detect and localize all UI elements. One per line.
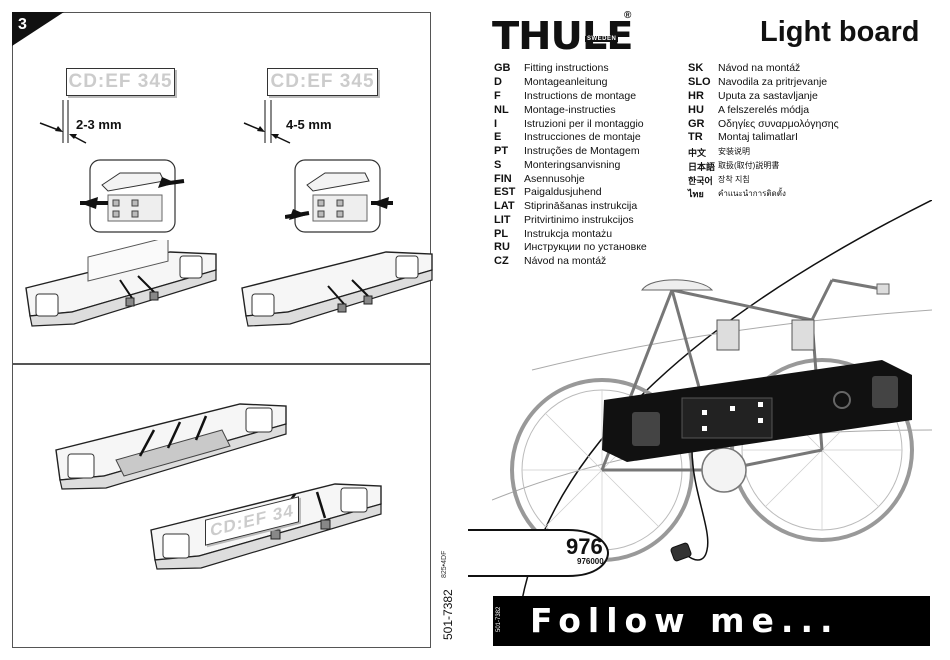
lang-code: GB bbox=[494, 62, 511, 74]
lang-code: FIN bbox=[494, 173, 512, 185]
lang-code: NL bbox=[494, 104, 509, 116]
lang-code: I bbox=[494, 118, 498, 130]
lang-text: Paigaldusjuhend bbox=[524, 186, 602, 198]
bottom-panel-border bbox=[12, 363, 431, 648]
lang-text: Navodila za pritrjevanje bbox=[718, 76, 828, 88]
lang-text: A felszerelés módja bbox=[718, 104, 810, 116]
lang-code: SK bbox=[688, 62, 704, 74]
lang-text: 安装说明 bbox=[718, 147, 750, 156]
lang-code: LAT bbox=[494, 200, 515, 212]
registered-mark: ® bbox=[624, 10, 632, 21]
lang-text: Οδηγίες συναρμολόγησης bbox=[718, 118, 839, 130]
lang-code: E bbox=[494, 131, 502, 143]
lang-text: Návod na montáž bbox=[718, 62, 801, 74]
detail-callout-right bbox=[285, 159, 393, 233]
lang-text: Montaj talimatlarI bbox=[718, 131, 798, 143]
side-code-vertical: 501-7382 bbox=[496, 606, 502, 632]
lang-code: 中文 bbox=[688, 148, 707, 158]
lang-text: Istruzioni per il montaggio bbox=[524, 118, 644, 130]
lang-text: Monteringsanvisning bbox=[524, 159, 621, 171]
lang-code: CZ bbox=[494, 255, 509, 267]
lang-code: TR bbox=[688, 131, 703, 143]
model-tag bbox=[468, 529, 610, 577]
lang-text: Montageanleitung bbox=[524, 76, 608, 88]
lang-code: RU bbox=[494, 241, 510, 253]
doc-code-vertical: 501-7382 bbox=[441, 589, 455, 640]
lang-code: D bbox=[494, 76, 502, 88]
footer-slogan: Follow me... bbox=[530, 601, 840, 640]
lang-code: F bbox=[494, 90, 501, 102]
gap-arrows-left bbox=[39, 100, 87, 144]
brand-sub: SWEDEN bbox=[585, 36, 619, 42]
gap-arrows-right bbox=[243, 100, 291, 144]
model-number: 976 bbox=[566, 534, 603, 559]
lang-code: LIT bbox=[494, 214, 511, 226]
lang-code: HU bbox=[688, 104, 704, 116]
light-board-illustration-top-right bbox=[241, 251, 433, 327]
lang-code: ไทย bbox=[688, 189, 704, 199]
light-board-illustration-top-left bbox=[25, 240, 217, 327]
lang-text: 장착 지침 bbox=[718, 175, 750, 184]
lang-code: GR bbox=[688, 118, 705, 130]
lang-code: 한국어 bbox=[688, 176, 713, 186]
lang-text: Pritvirtinimo instrukcijos bbox=[524, 214, 634, 226]
lang-text: Stiprināšanas instrukcija bbox=[524, 200, 638, 212]
lang-text: Instructions de montage bbox=[524, 90, 637, 102]
lang-code: HR bbox=[688, 90, 704, 102]
detail-callout-left bbox=[80, 159, 185, 233]
lang-text: คำแนะนำการติดตั้ง bbox=[718, 189, 786, 198]
footer-banner bbox=[493, 596, 930, 646]
bike-carrier-illustration bbox=[492, 200, 932, 600]
doc-code-small-vertical: 825•4DF bbox=[441, 550, 448, 578]
step-number: 3 bbox=[18, 16, 27, 33]
lang-code: S bbox=[494, 159, 502, 171]
lang-code: 日本語 bbox=[688, 162, 716, 172]
lang-code: PL bbox=[494, 228, 509, 240]
model-sub: 976000 bbox=[577, 557, 604, 566]
license-plate-right: CD:EF 345 bbox=[267, 68, 378, 96]
lang-code: EST bbox=[494, 186, 516, 198]
lang-code: PT bbox=[494, 145, 509, 157]
lang-text: Asennusohje bbox=[524, 173, 585, 185]
license-plate-left: CD:EF 345 bbox=[66, 68, 175, 96]
top-panel-border bbox=[12, 12, 431, 365]
lang-text: 取扱(取付)説明書 bbox=[718, 161, 780, 170]
lang-text: Instrukcja montażu bbox=[524, 228, 613, 240]
step-badge bbox=[12, 12, 64, 46]
page-title: Light board bbox=[760, 16, 920, 48]
lang-text: Návod na montáž bbox=[524, 255, 607, 267]
lang-text: Fitting instructions bbox=[524, 62, 609, 74]
lang-text: Инструкции по установке bbox=[524, 241, 647, 253]
lang-text: Instrucciones de montaje bbox=[524, 131, 641, 143]
gap-label-left: 2-3 mm bbox=[76, 117, 122, 132]
lang-code: SLO bbox=[688, 76, 711, 88]
light-board-illustration-bottom-upper bbox=[55, 403, 287, 490]
lang-text: Instruções de Montagem bbox=[524, 145, 640, 157]
lang-text: Uputa za sastavljanje bbox=[718, 90, 818, 102]
gap-label-right: 4-5 mm bbox=[286, 117, 332, 132]
lang-text: Montage-instructies bbox=[524, 104, 616, 116]
